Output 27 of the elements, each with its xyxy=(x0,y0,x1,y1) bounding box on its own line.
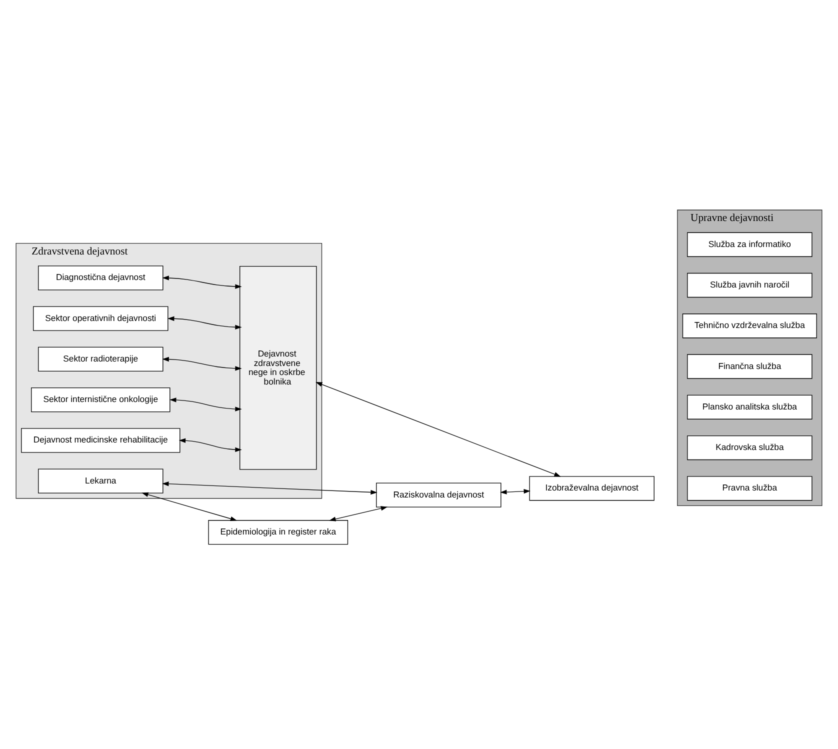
arrow xyxy=(500,489,530,494)
arrow xyxy=(178,438,242,452)
node-box: Finančna služba xyxy=(687,354,812,379)
node-box: Sektor internistične onkologije xyxy=(31,387,170,412)
node-box: Tehnično vzdrževalna služba xyxy=(682,314,817,338)
arrow xyxy=(162,356,242,371)
node-box: Lekarna xyxy=(38,468,164,494)
node-box: Plansko analitska služba xyxy=(687,394,812,420)
arrow xyxy=(316,382,561,477)
arrow xyxy=(168,316,242,330)
node-box: Izobraževalna dejavnost xyxy=(529,476,654,501)
node-box: Dejavnost zdravstvene nege in oskrbe bolnika xyxy=(240,266,317,470)
node-box: Diagnostična dejavnost xyxy=(38,266,164,290)
node-box: Kadrovska služba xyxy=(687,435,812,460)
node-box: Raziskovalna dejavnost xyxy=(376,482,502,508)
arrow xyxy=(162,482,378,495)
node-box: Epidemiologija in register raka xyxy=(208,520,348,545)
node-box: Sektor radioterapije xyxy=(38,346,164,372)
node-box: Dejavnost medicinske rehabilitacije xyxy=(21,428,180,453)
node-box: Pravna služba xyxy=(687,476,812,501)
node-box: Sektor operativnih dejavnosti xyxy=(33,306,168,331)
arrow xyxy=(329,506,388,522)
arrow xyxy=(170,398,242,412)
arrow xyxy=(142,492,238,521)
arrow xyxy=(162,276,242,289)
node-box: Služba javnih naročil xyxy=(687,272,812,298)
node-box: Služba za informatiko xyxy=(687,232,812,257)
